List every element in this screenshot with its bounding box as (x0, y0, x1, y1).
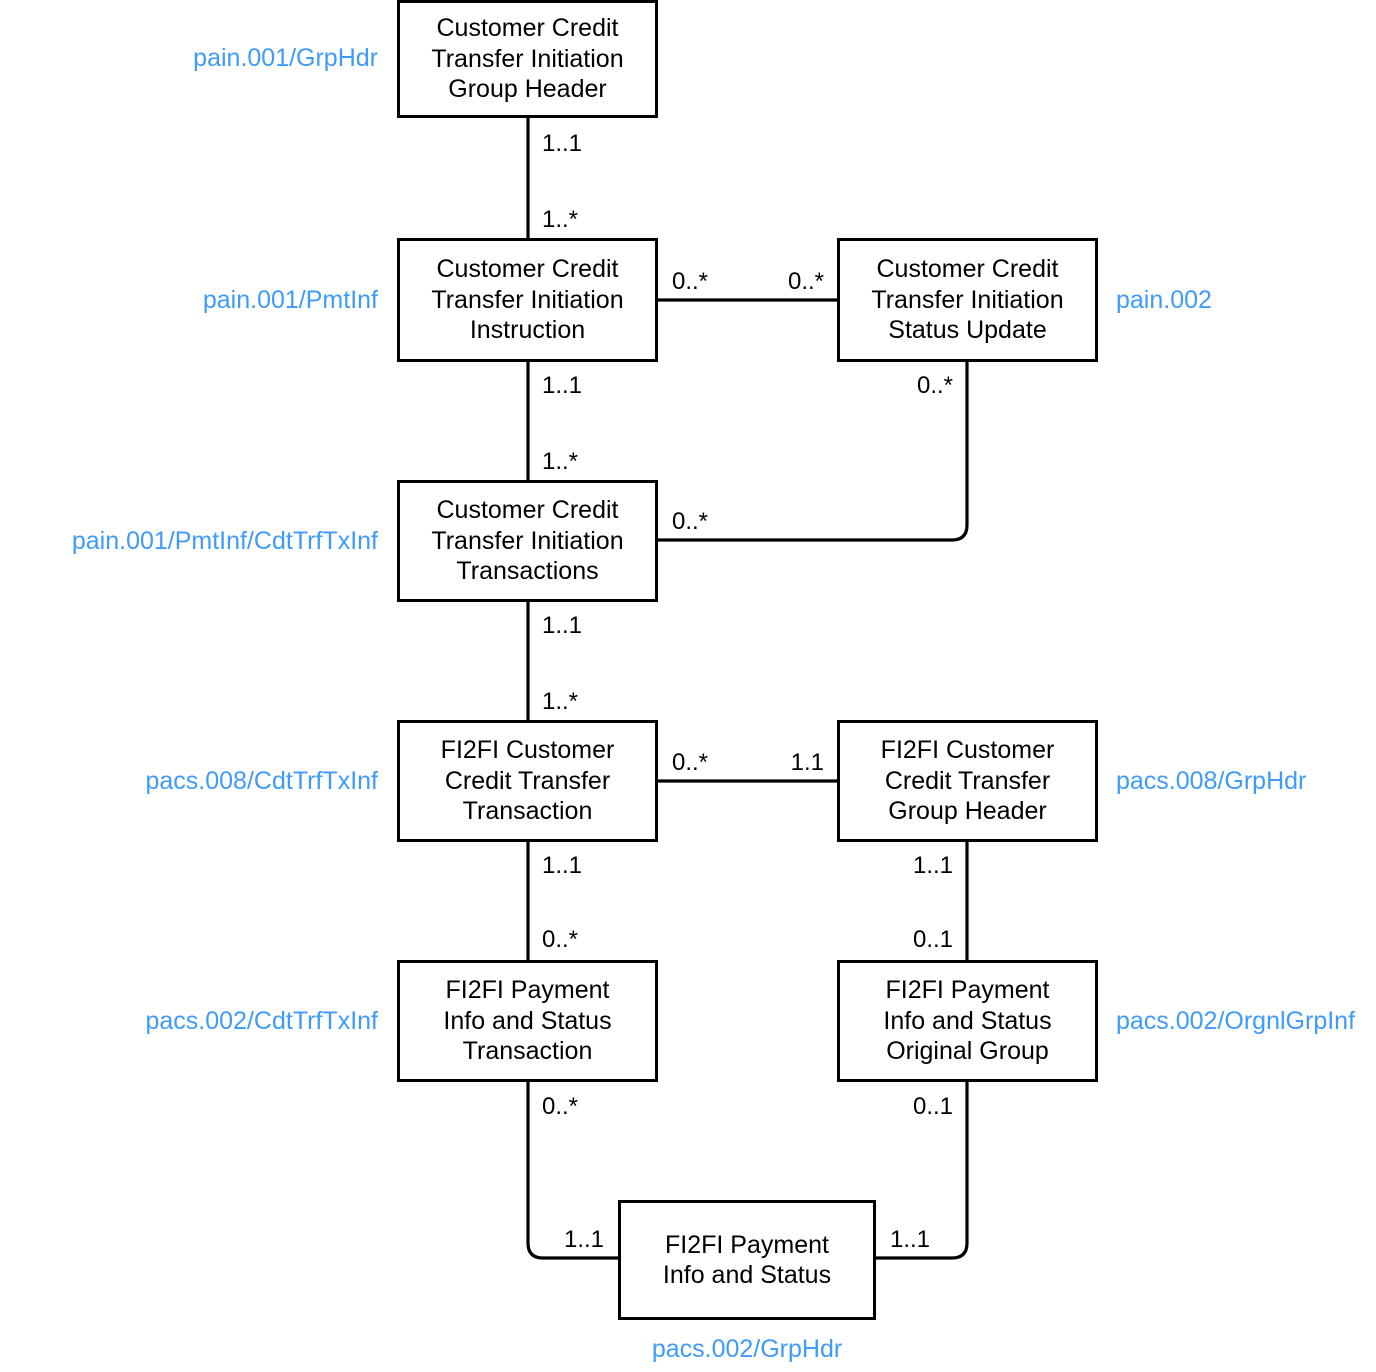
schema-label-pain001-pmtinf: pain.001/PmtInf (202, 286, 378, 314)
multiplicity-pacs008grphdr-to-orgnl-target: 0..1 (912, 926, 953, 953)
connector-pain002-to-cdttrftxinf (658, 362, 969, 542)
schema-label-pacs002-cdttrftxinf: pacs.002/CdtTrfTxInf (145, 1007, 379, 1035)
entity-box-pacs002-grphdr[interactable]: FI2FI Payment Info and Status (618, 1200, 876, 1320)
schema-label-pain002: pain.002 (1116, 286, 1212, 314)
multiplicity-pacs008txn-to-pacs002txn-target: 0..* (542, 926, 579, 953)
schema-label-pain001-cdttrftxinf: pain.001/PmtInf/CdtTrfTxInf (71, 527, 378, 555)
entity-box-pacs002-orgnlgrpinf[interactable]: FI2FI Payment Info and Status Original G… (837, 960, 1098, 1082)
entity-box-pain002[interactable]: Customer Credit Transfer Initiation Stat… (837, 238, 1098, 362)
schema-label-pain001-grphdr: pain.001/GrpHdr (193, 44, 378, 72)
multiplicity-pacs008txn-to-grphdr-source: 0..* (672, 749, 709, 776)
multiplicity-pacs008txn-to-grphdr-target: 1.1 (790, 749, 824, 776)
multiplicity-pacs002orgnl-to-grphdr-target: 1..1 (890, 1226, 931, 1253)
multiplicity-pmtinf-to-cdttrftxinf-source: 1..1 (542, 372, 583, 399)
entity-box-pain001-grphdr[interactable]: Customer Credit Transfer Initiation Grou… (397, 0, 658, 118)
multiplicity-grphdr-to-pmtinf-target: 1..* (542, 206, 579, 233)
multiplicity-cdttrftxinf-to-pacs008txn-source: 1..1 (542, 612, 583, 639)
multiplicity-pmtinf-to-cdttrftxinf-target: 1..* (542, 448, 579, 475)
entity-box-pacs008-grphdr[interactable]: FI2FI Customer Credit Transfer Group Hea… (837, 720, 1098, 842)
multiplicity-pacs002txn-to-grphdr-source: 0..* (542, 1093, 579, 1120)
connector-pacs002orgnl-to-pacs002grphdr (876, 1082, 969, 1260)
multiplicity-pacs002txn-to-grphdr-target: 1..1 (563, 1226, 604, 1253)
multiplicity-pacs008grphdr-to-orgnl-source: 1..1 (912, 852, 953, 879)
schema-label-pacs002-orgnlgrpinf: pacs.002/OrgnlGrpInf (1116, 1007, 1356, 1035)
schema-label-pacs008-cdttrftxinf: pacs.008/CdtTrfTxInf (145, 767, 379, 795)
schema-label-pacs008-grphdr: pacs.008/GrpHdr (1116, 767, 1307, 795)
entity-box-pain001-pmtinf[interactable]: Customer Credit Transfer Initiation Inst… (397, 238, 658, 362)
multiplicity-pacs002orgnl-to-grphdr-source: 0..1 (912, 1093, 953, 1120)
multiplicity-pain002-to-cdttrftxinf-source: 0..* (916, 372, 953, 399)
multiplicity-grphdr-to-pmtinf-source: 1..1 (542, 130, 583, 157)
multiplicity-pmtinf-to-pain002-target: 0..* (787, 268, 824, 295)
entity-box-pacs002-cdttrftxinf[interactable]: FI2FI Payment Info and Status Transactio… (397, 960, 658, 1082)
multiplicity-pain002-to-cdttrftxinf-target: 0..* (672, 508, 709, 535)
connector-pacs002txn-to-pacs002grphdr (526, 1082, 618, 1260)
entity-box-pain001-cdttrftxinf[interactable]: Customer Credit Transfer Initiation Tran… (397, 480, 658, 602)
multiplicity-pmtinf-to-pain002-source: 0..* (672, 268, 709, 295)
multiplicity-cdttrftxinf-to-pacs008txn-target: 1..* (542, 688, 579, 715)
schema-label-pacs002-grphdr: pacs.002/GrpHdr (651, 1335, 843, 1363)
entity-box-pacs008-cdttrftxinf[interactable]: FI2FI Customer Credit Transfer Transacti… (397, 720, 658, 842)
multiplicity-pacs008txn-to-pacs002txn-source: 1..1 (542, 852, 583, 879)
